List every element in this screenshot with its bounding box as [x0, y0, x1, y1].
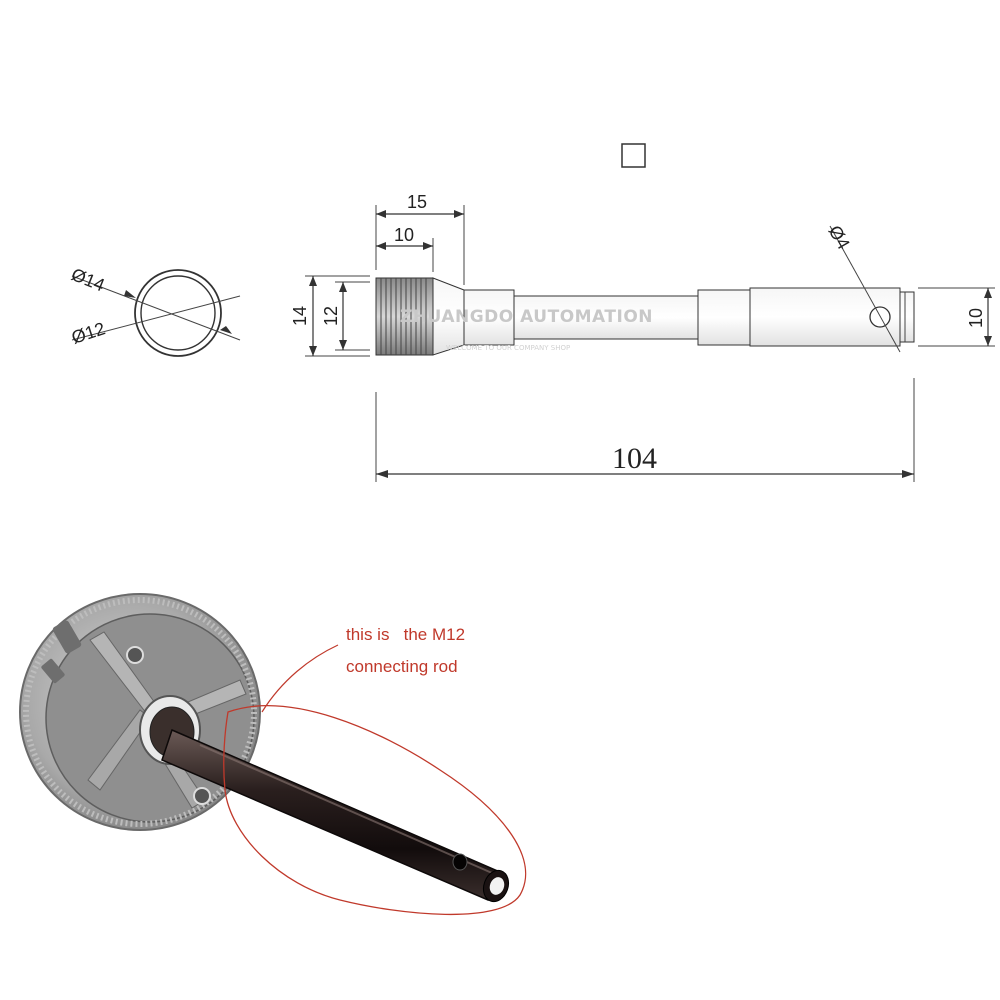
annotation-line-1: this is the M12	[346, 625, 465, 644]
hole-leader	[829, 225, 901, 353]
product-photo: this is the M12 connecting rod	[19, 593, 527, 916]
connecting-rod	[161, 728, 510, 903]
leader-inner	[71, 295, 241, 341]
dim-10-label: 10	[394, 225, 414, 245]
side-view: Ø4 ZHUANGDO AUTOMATION WELCOME TO OUR CO…	[290, 192, 995, 482]
watermark: ZHUANGDO AUTOMATION	[400, 307, 653, 327]
inner-circle	[140, 275, 216, 351]
leader-outer	[71, 275, 241, 341]
dim-12-label: 12	[321, 306, 341, 326]
watermark-sub: WELCOME TO OUR COMPANY SHOP	[446, 344, 570, 352]
checkbox-placeholder-icon	[621, 143, 646, 168]
annotation-line-2: connecting rod	[346, 657, 458, 676]
outer-diameter-label: Ø14	[69, 264, 108, 295]
inner-diameter-label: Ø12	[69, 318, 108, 348]
rod-segment-1	[463, 289, 515, 346]
cross-section-view: Ø14 Ø12	[69, 264, 241, 357]
rod-tip	[899, 291, 915, 343]
annotation-leader	[261, 644, 339, 713]
rod-segment-2	[513, 295, 699, 340]
dim-104-label: 104	[612, 442, 657, 475]
rod-segment-3	[697, 289, 751, 346]
dim-end-10-label: 10	[966, 308, 986, 328]
thread-lines	[380, 278, 427, 355]
dim-15-label: 15	[407, 192, 427, 212]
outer-circle	[134, 269, 222, 357]
dim-14-label: 14	[290, 306, 310, 326]
highlight-outline	[223, 705, 527, 916]
hole-diameter-label: Ø4	[825, 222, 854, 253]
